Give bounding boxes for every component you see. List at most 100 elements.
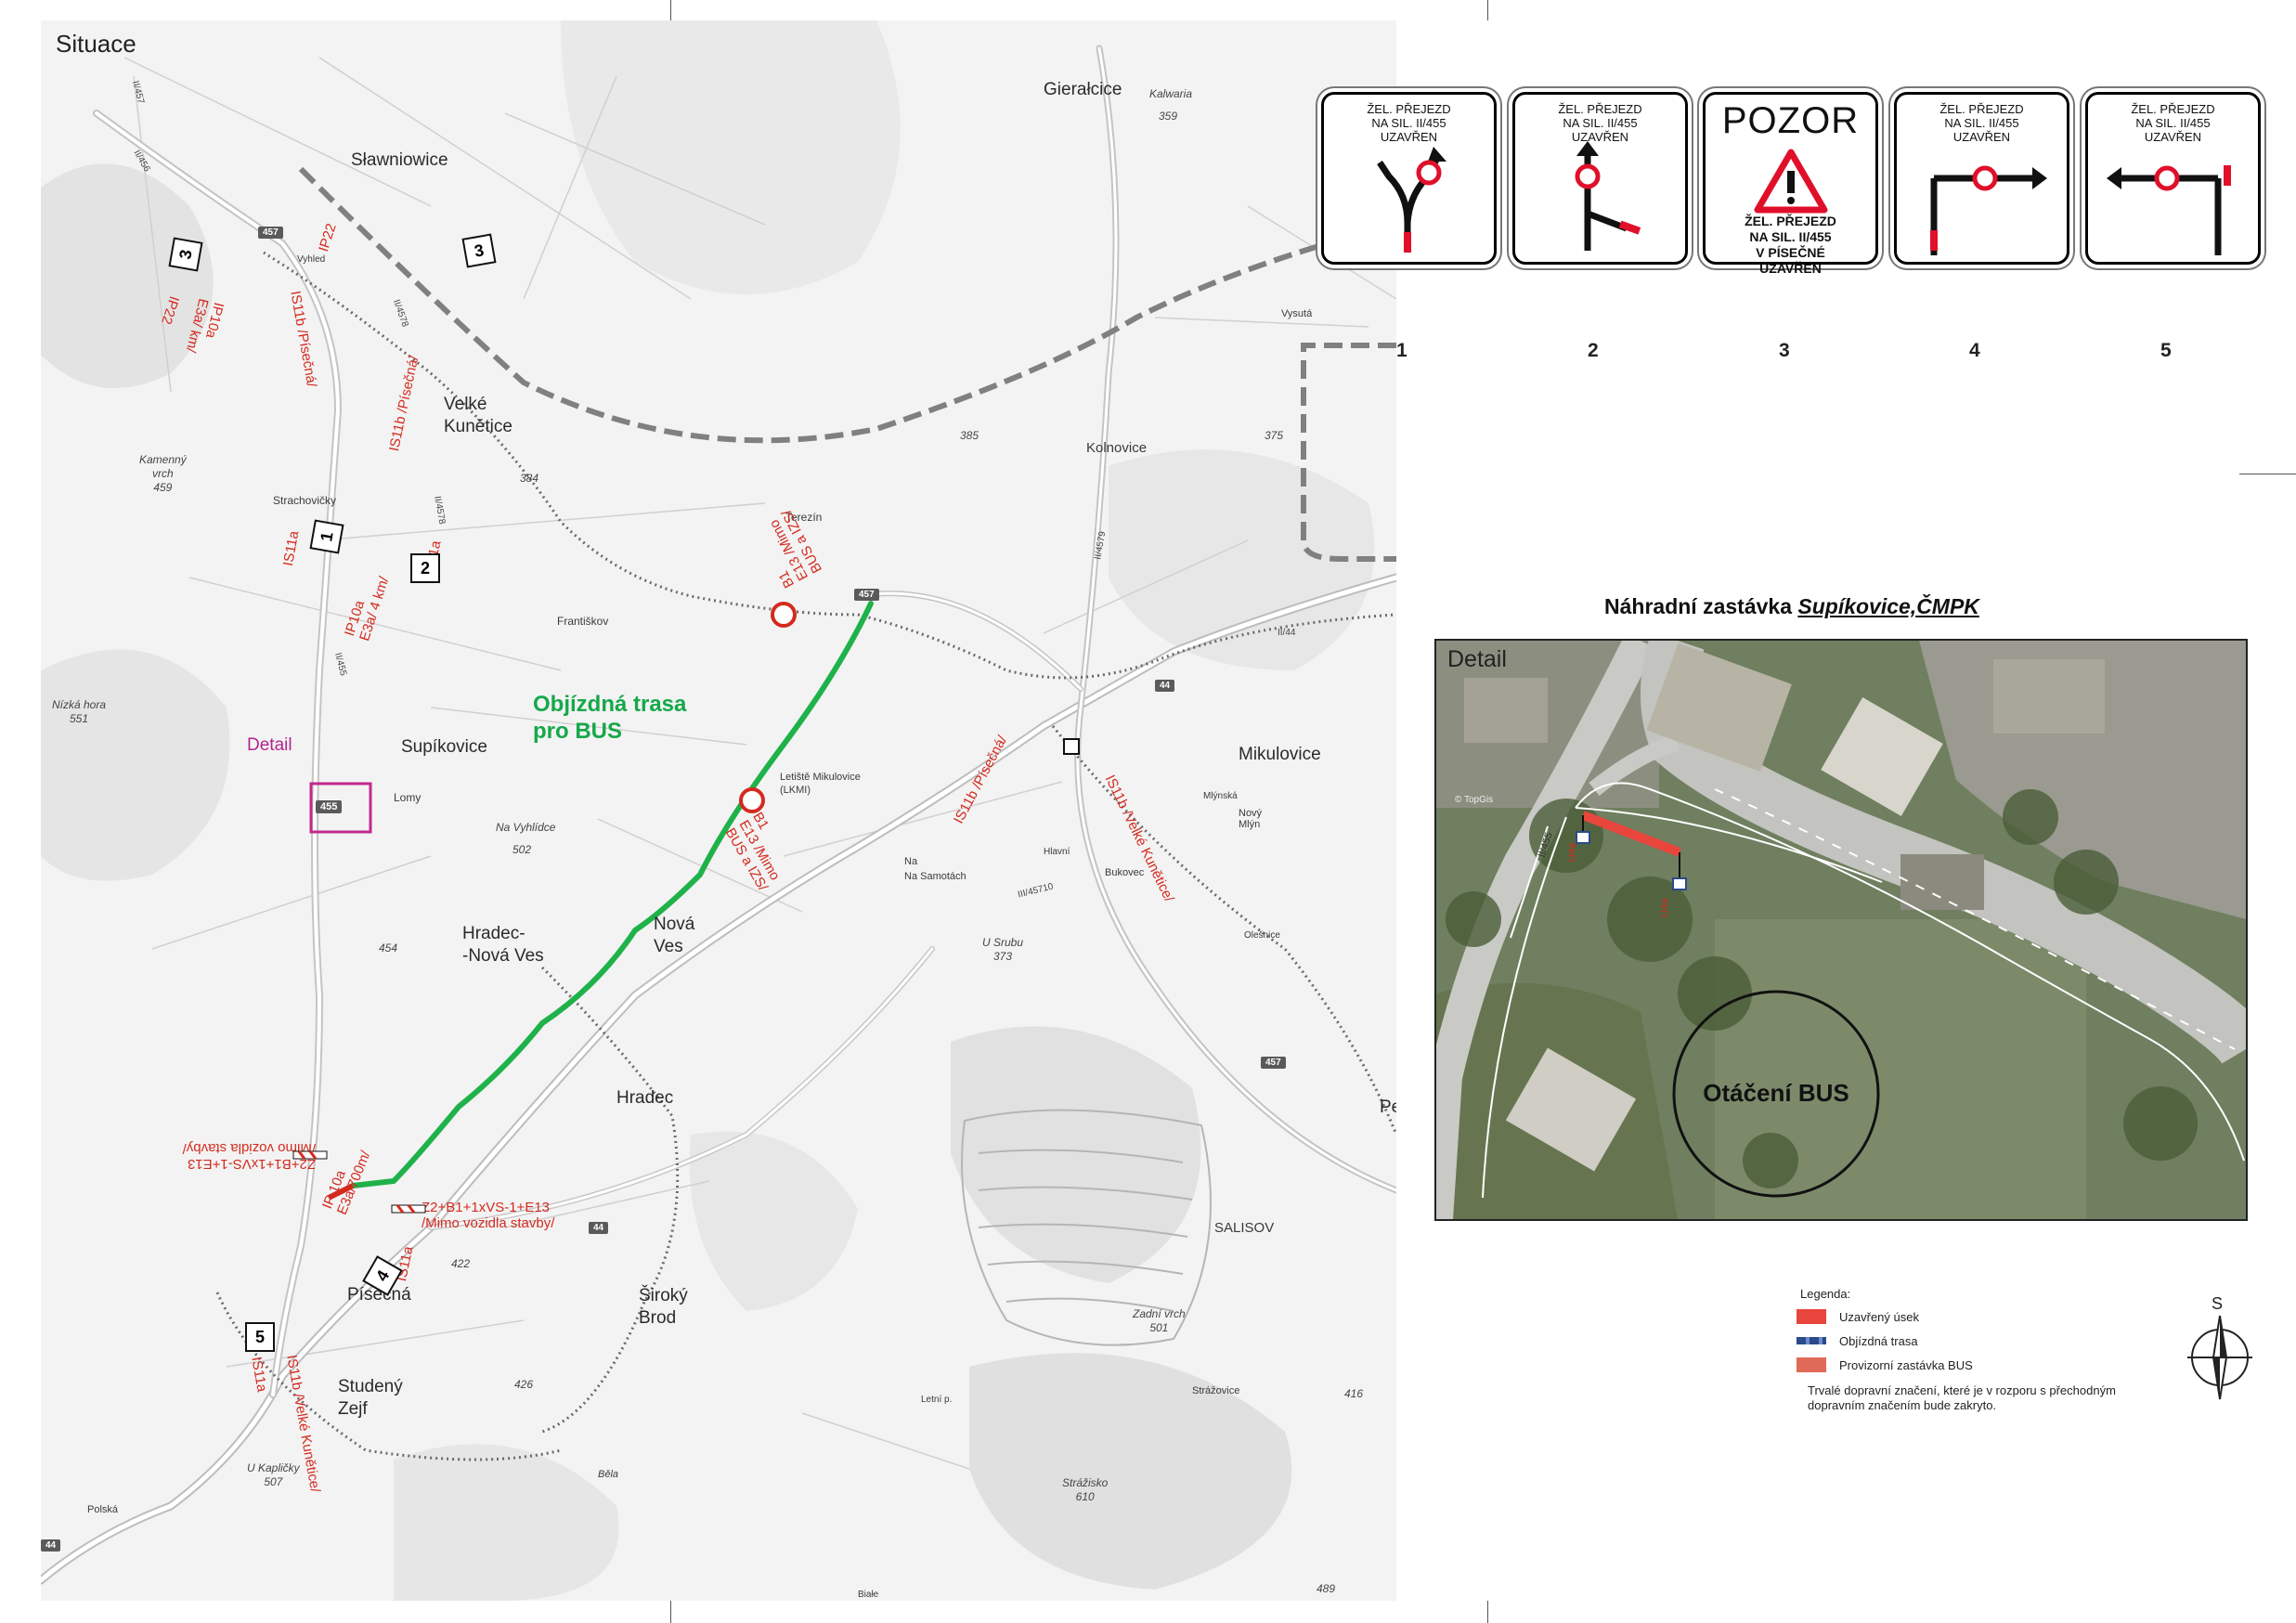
sign-5-arrow-icon (2107, 165, 2231, 255)
town-siroky-brod: Široký Brod (639, 1286, 688, 1328)
legend-label-closed: Uzavřený úsek (1839, 1310, 1919, 1324)
elev-502: 502 (512, 843, 532, 856)
shield-44-a: 44 (1155, 680, 1175, 692)
marker-3-right: 3 (461, 233, 497, 268)
marker-2: 2 (410, 553, 440, 583)
annotation-z2-b: Z2+B1+1xVS-1+E13 /Mimo vozidla stavby/ (422, 1200, 555, 1231)
sign-3-number: 3 (1779, 340, 1790, 361)
place-strazovice: Strážovice (1192, 1385, 1240, 1396)
town-nova-ves: Nová Ves (654, 915, 695, 956)
no-entry-sign-icon-b (739, 787, 765, 813)
bus-turning-circle (1672, 990, 1880, 1198)
north-arrow: S (2178, 1294, 2262, 1406)
sign-3-text: ŽEL. PŘEJEZD NA SIL. II/455 V PÍSEČNÉ UZ… (1745, 214, 1836, 276)
road-label-ii44: II/44 (1278, 628, 1296, 638)
north-arrow-label: S (2212, 1294, 2224, 1313)
situation-map: Situace Sławniowice Gierałcice Velké Kun… (41, 20, 1396, 1601)
crop-mark (1487, 0, 1488, 20)
shield-44-c: 44 (41, 1539, 61, 1552)
place-letni-p: Letní p. (921, 1395, 953, 1405)
shield-457-a: 457 (258, 227, 283, 239)
no-entry-sign-icon (771, 602, 797, 628)
place-terezin: Terezín (785, 511, 823, 524)
town-pe: Pe (1380, 1097, 1396, 1117)
sign-4: ŽEL. PŘEJEZD NA SIL. II/455 UZAVŘEN (1894, 92, 2069, 265)
detail-box-outline (309, 782, 372, 834)
place-letiste: Letiště Mikulovice (LKMI) (780, 772, 861, 796)
sign-4-arrow-icon (1930, 165, 2047, 255)
detail-aerial-background (1436, 641, 2246, 1219)
sign-3-title: POZOR (1721, 100, 1860, 141)
sign-1-arrow-icon (1377, 147, 1446, 253)
detail-heading-place: Supíkovice,ČMPK (1797, 594, 1979, 618)
marker-3-left: 3 (168, 237, 203, 272)
elev-454: 454 (379, 941, 398, 954)
detail-sign-label-2: IJ4a (1659, 898, 1671, 918)
compass-icon (2187, 1315, 2252, 1400)
place-bela: Běla (598, 1469, 619, 1480)
sign-5-text: ŽEL. PŘEJEZD NA SIL. II/455 UZAVŘEN (2131, 102, 2215, 144)
town-kolnovice: Kolnovice (1086, 440, 1148, 456)
sign-5: ŽEL. PŘEJEZD NA SIL. II/455 UZAVŘEN (2085, 92, 2261, 265)
legend-swatch-detour (1797, 1337, 1826, 1344)
crop-mark (670, 0, 671, 20)
town-salisov: SALISOV (1214, 1220, 1275, 1236)
warning-sign-icon (1063, 738, 1080, 755)
place-lomy: Lomy (394, 791, 422, 804)
legend-label-detour: Objízdná trasa (1839, 1334, 1918, 1348)
place-biale: Białe (858, 1590, 879, 1600)
sign-2-number: 2 (1588, 340, 1599, 361)
elev-384: 384 (520, 472, 539, 485)
place-frantiskov: Františkov (557, 615, 609, 628)
town-studeny-zejf: Studený Zejf (338, 1377, 403, 1419)
town-velke-kunetice: Velké Kunětice (444, 395, 512, 436)
elev-375: 375 (1265, 429, 1284, 442)
elev-422: 422 (451, 1257, 471, 1270)
town-hradec: Hradec (616, 1088, 674, 1108)
town-mikulovice: Mikulovice (1239, 745, 1321, 764)
sign-1-number: 1 (1396, 340, 1407, 361)
sign-4-text: ŽEL. PŘEJEZD NA SIL. II/455 UZAVŘEN (1939, 102, 2024, 144)
town-supikovice: Supíkovice (401, 737, 487, 757)
sign-1: ŽEL. PŘEJEZD NA SIL. II/455 UZAVŘEN (1321, 92, 1497, 265)
elev-416: 416 (1344, 1387, 1364, 1400)
detail-aerial-map: Detail © TopGis II/455 IJ4a IJ4a Otáčení… (1434, 639, 2248, 1221)
elev-385: 385 (960, 429, 979, 442)
marker-1: 1 (309, 519, 344, 554)
shield-457-b: 457 (854, 589, 879, 601)
legend-title: Legenda: (1800, 1287, 1851, 1301)
place-olesnice: Olešnice (1244, 930, 1280, 941)
detail-corner-label: Detail (1447, 646, 1507, 672)
place-kalwaria: Kalwaria (1149, 87, 1193, 100)
detail-box-shield: 455 (316, 800, 343, 813)
place-mlynska: Mlýnská (1203, 791, 1238, 801)
warning-triangle-icon (1754, 149, 1828, 214)
elev-359: 359 (1159, 110, 1178, 123)
elev-489: 489 (1317, 1582, 1336, 1595)
detail-label: Detail (247, 735, 292, 755)
sign-1-text: ŽEL. PŘEJEZD NA SIL. II/455 UZAVŘEN (1367, 102, 1451, 144)
shield-457-c: 457 (1261, 1057, 1286, 1069)
map-background (41, 20, 1396, 1601)
place-vysuta: Vysutá (1281, 308, 1313, 319)
sign-2-arrow-icon (1575, 141, 1641, 251)
barrier-icon-b (391, 1204, 426, 1214)
marker-5: 5 (245, 1322, 275, 1352)
legend-swatch-bus-stop (1797, 1357, 1826, 1372)
sign-3: POZOR ŽEL. PŘEJEZD NA SIL. II/455 V PÍSE… (1703, 92, 1878, 276)
sign-2: ŽEL. PŘEJEZD NA SIL. II/455 UZAVŘEN (1512, 92, 1688, 265)
town-gieralcice: Gierałcice (1044, 80, 1122, 99)
place-na-vyhlidce: Na Vyhlídce (496, 821, 556, 834)
sign-4-number: 4 (1969, 340, 1980, 361)
detail-heading: Náhradní zastávka Supíkovice,ČMPK (1604, 594, 1979, 619)
legend-label-bus-stop: Provizorní zastávka BUS (1839, 1358, 1973, 1372)
detail-sign-label-1: IJ4a (1566, 842, 1578, 863)
sign-2-text: ŽEL. PŘEJEZD NA SIL. II/455 UZAVŘEN (1558, 102, 1642, 144)
sign-5-number: 5 (2160, 340, 2172, 361)
